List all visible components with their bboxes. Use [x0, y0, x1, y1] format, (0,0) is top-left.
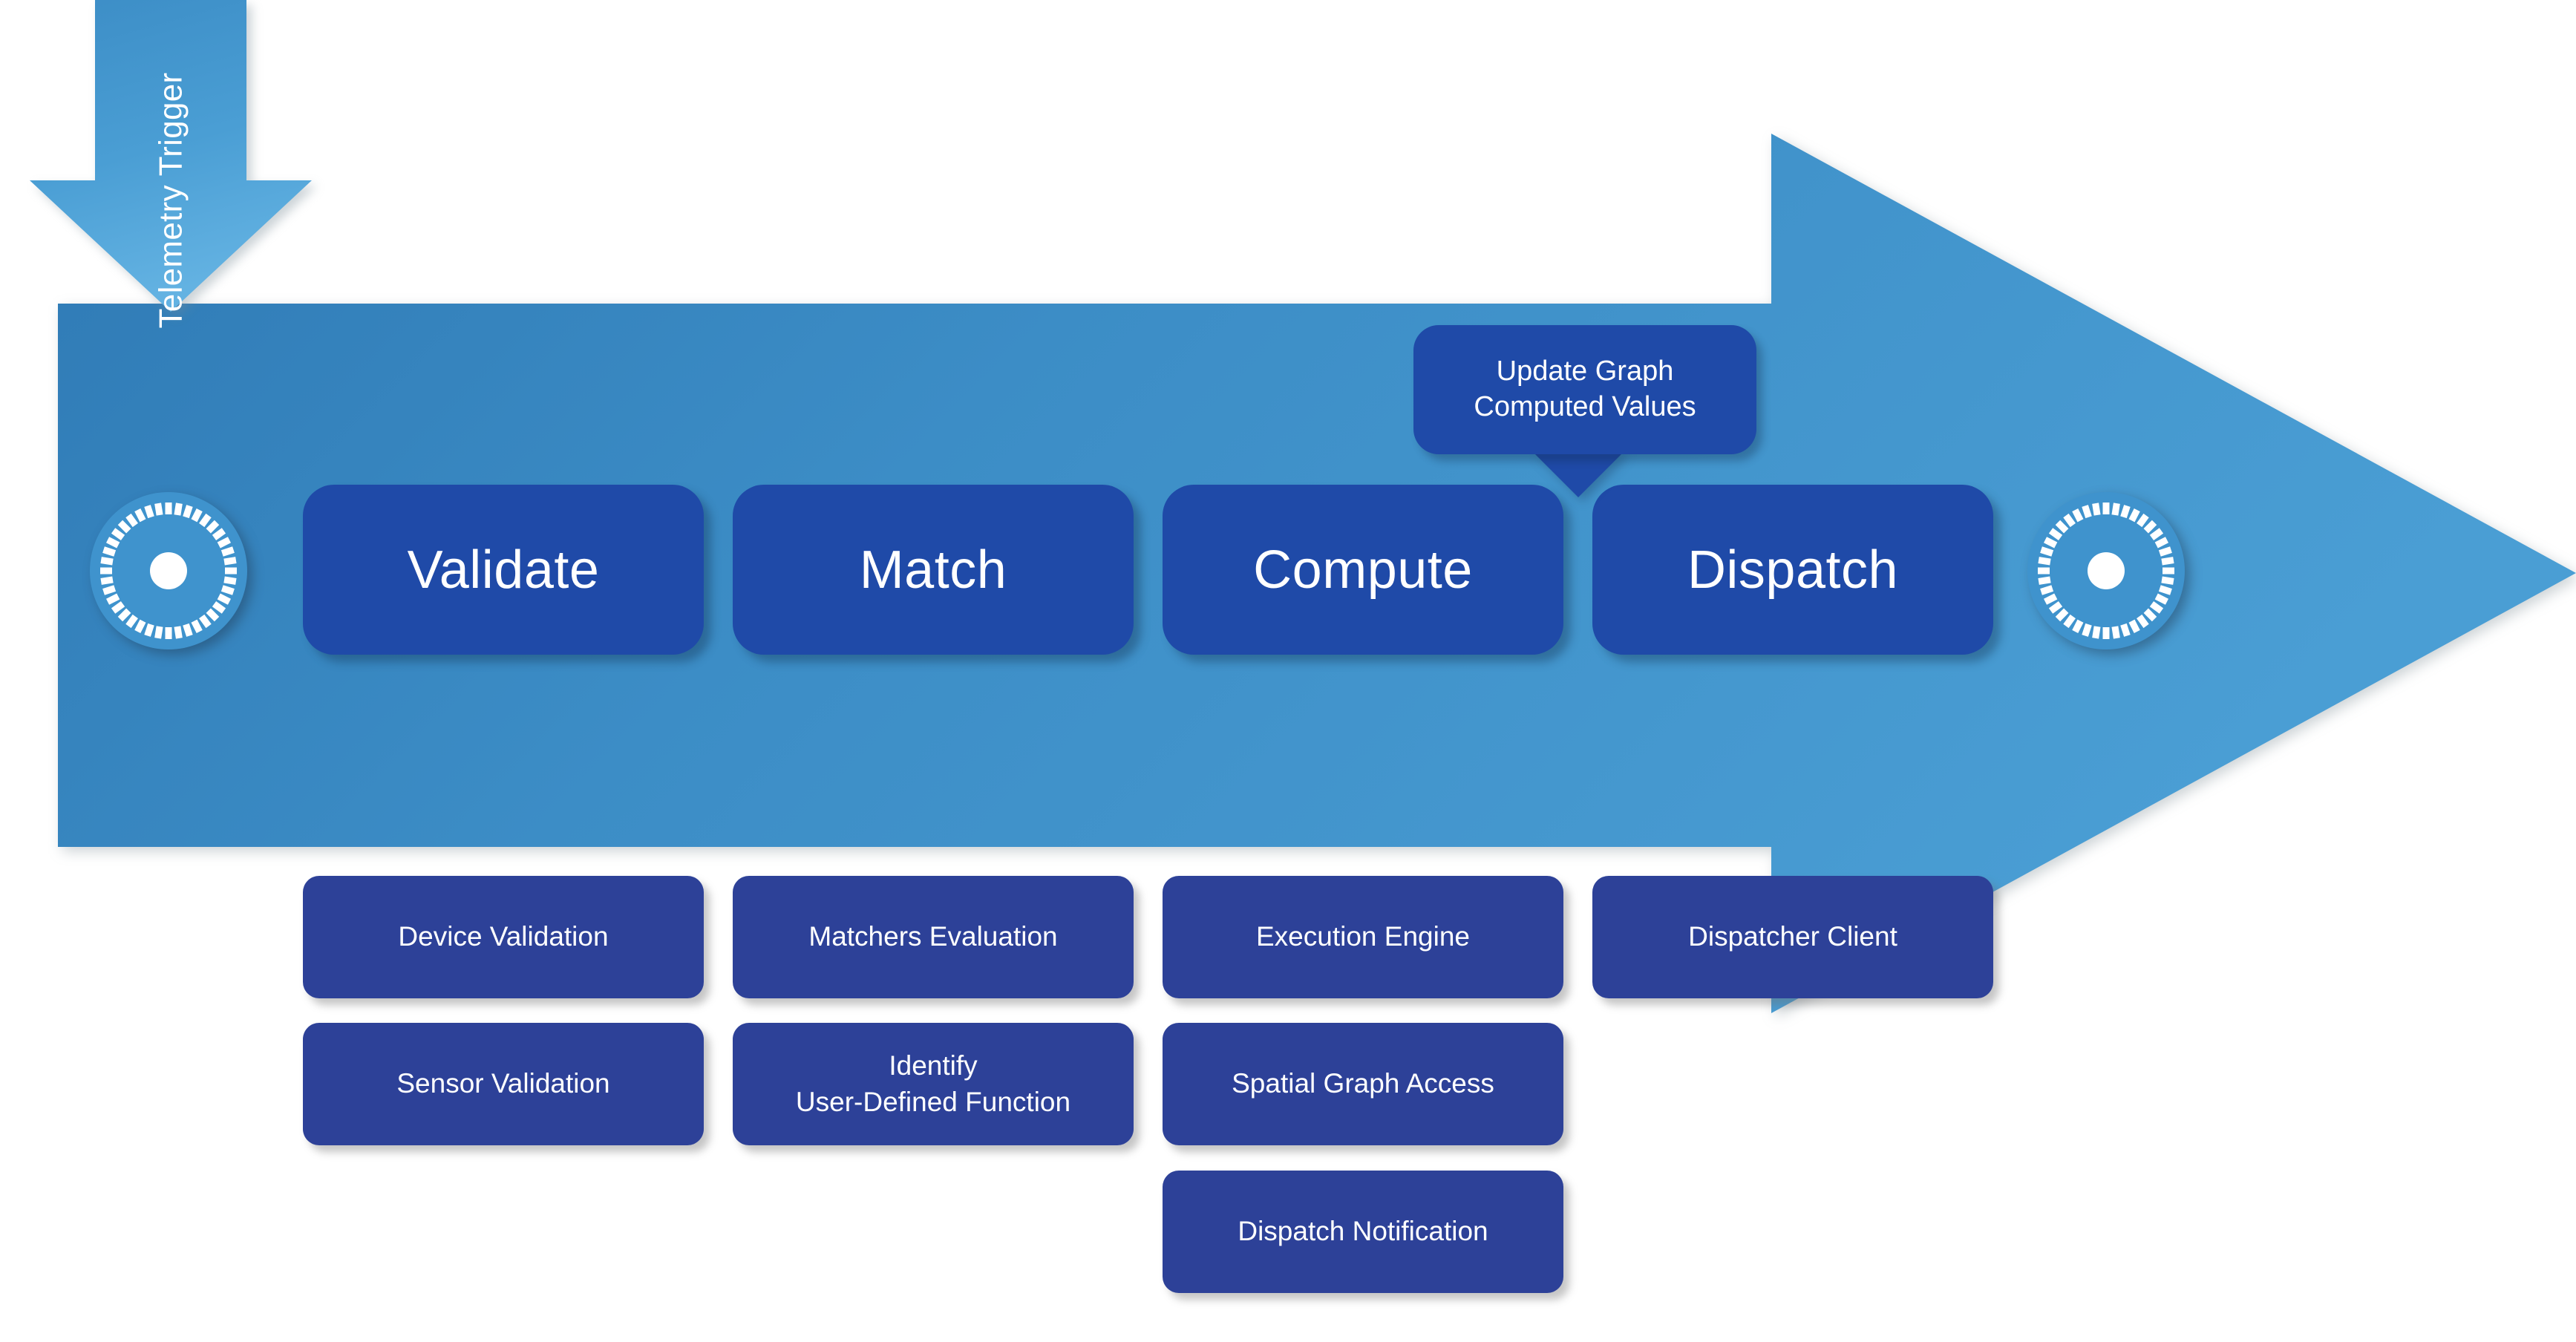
callout-line-2: Computed Values — [1474, 391, 1696, 422]
stage-box-compute[interactable]: Compute — [1163, 485, 1563, 655]
dial-gauge-icon — [90, 492, 247, 649]
callout-line-1: Update Graph — [1496, 356, 1674, 387]
sub-box-dispatcher-client[interactable]: Dispatcher Client — [1592, 876, 1993, 998]
start-dial-gauge-icon — [88, 490, 249, 652]
callout-update-graph-computed-values[interactable]: Update Graph Computed Values — [1413, 325, 1756, 454]
sub-box-matchers-evaluation[interactable]: Matchers Evaluation — [733, 876, 1134, 998]
dial-gauge-icon — [2027, 492, 2185, 649]
sub-box-device-validation[interactable]: Device Validation — [303, 876, 704, 998]
callout-tail — [1532, 451, 1624, 497]
sub-box-line-1: Identify — [889, 1050, 978, 1081]
stage-box-match[interactable]: Match — [733, 485, 1134, 655]
stage-box-dispatch[interactable]: Dispatch — [1592, 485, 1993, 655]
down-arrow-icon — [30, 0, 312, 312]
stage-box-validate[interactable]: Validate — [303, 485, 704, 655]
sub-box-dispatch-notification[interactable]: Dispatch Notification — [1163, 1171, 1563, 1293]
sub-box-execution-engine[interactable]: Execution Engine — [1163, 876, 1563, 998]
telemetry-trigger-arrow — [30, 0, 312, 401]
end-dial-gauge-icon — [2025, 490, 2187, 652]
sub-box-sensor-validation[interactable]: Sensor Validation — [303, 1023, 704, 1145]
sub-box-spatial-graph-access[interactable]: Spatial Graph Access — [1163, 1023, 1563, 1145]
sub-box-identify-user-defined-function[interactable]: Identify User-Defined Function — [733, 1023, 1134, 1145]
sub-box-line-2: User-Defined Function — [795, 1086, 1071, 1117]
